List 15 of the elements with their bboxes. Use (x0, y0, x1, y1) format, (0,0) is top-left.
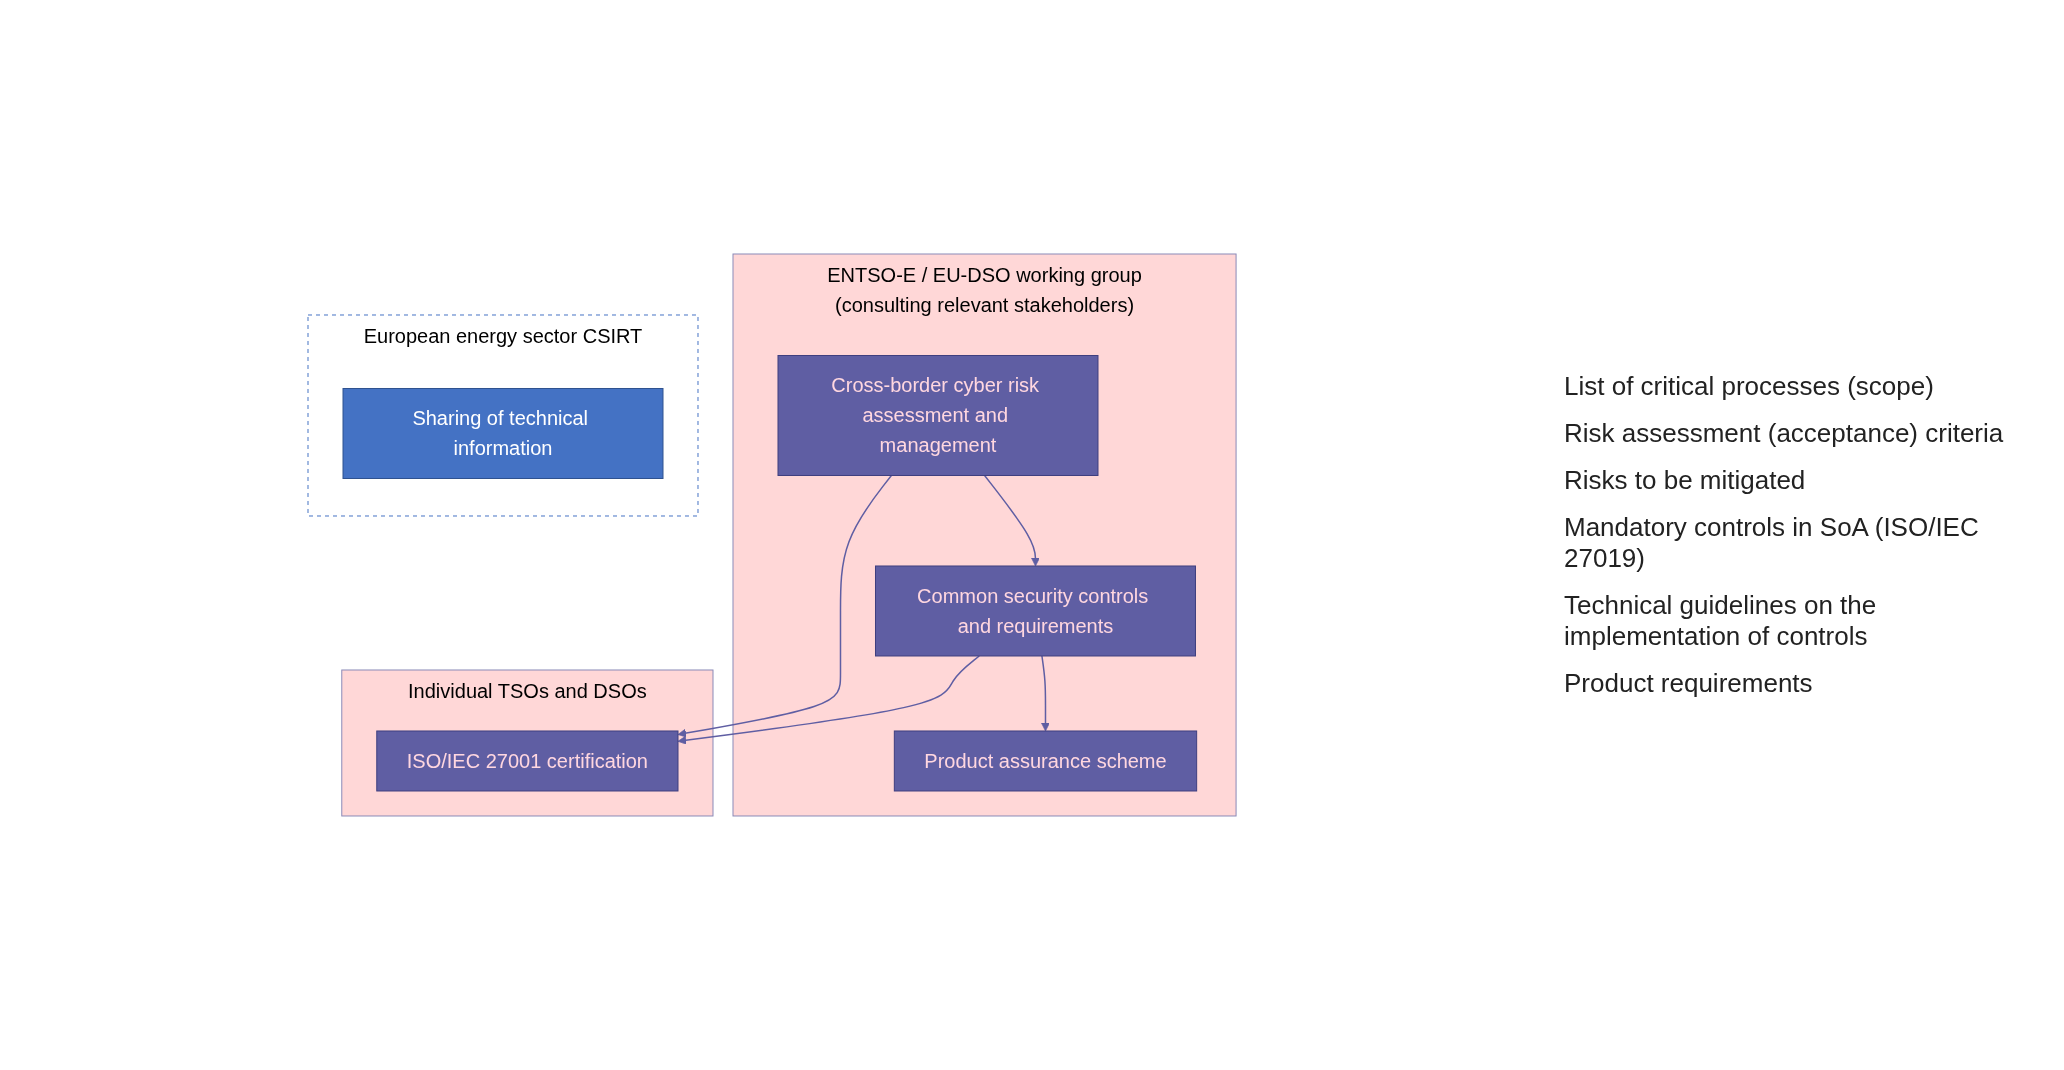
node-box: Sharing of technical information (342, 388, 664, 479)
node-box: ISO/IEC 27001 certification (376, 730, 679, 792)
bullet-note: Mandatory controls in SoA (ISO/IEC 27019) (1564, 512, 1980, 574)
node-box: Common security controls and requirements (874, 565, 1196, 657)
node-box: Product assurance scheme (893, 730, 1198, 792)
arrow (1041, 655, 1050, 732)
arrow (677, 474, 893, 738)
node-box: Cross-border cyber risk assessment and management (777, 355, 1099, 476)
bullet-note: Technical guidelines on the implementation of controls (1564, 590, 1878, 652)
arrow (677, 655, 980, 745)
bullet-note: List of critical processes (scope) (1564, 371, 1935, 402)
bullet-note: Risks to be mitigated (1564, 465, 1807, 496)
bullet-note: Product requirements (1564, 668, 1814, 699)
arrow (983, 474, 1040, 567)
bullet-note: Risk assessment (acceptance) criteria (1564, 418, 2005, 449)
